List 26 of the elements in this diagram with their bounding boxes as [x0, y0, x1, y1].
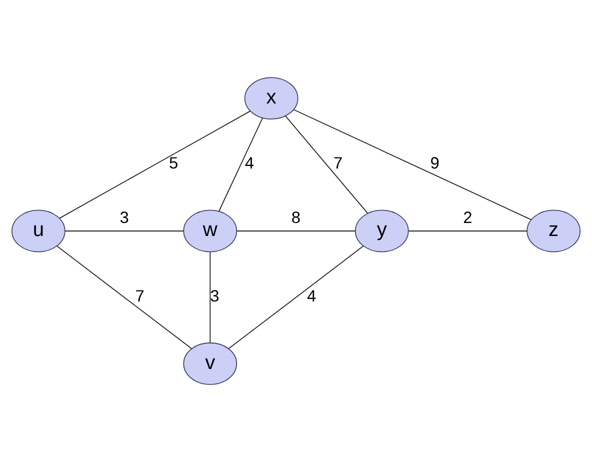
connector — [210, 251, 211, 344]
connector — [293, 109, 532, 220]
connector — [218, 118, 264, 212]
node-ellipse: x — [244, 77, 298, 120]
edge-label: 9 — [430, 154, 440, 173]
edge-label: 5 — [169, 154, 178, 173]
edge-label: 8 — [291, 209, 301, 228]
node-ellipse: u — [11, 210, 66, 252]
edge-label: 2 — [463, 209, 472, 228]
edge-label: 7 — [135, 287, 144, 306]
connector — [236, 230, 356, 232]
connector — [59, 110, 251, 219]
edge-label: 4 — [306, 287, 316, 306]
connector — [56, 245, 192, 350]
node-ellipse: y — [354, 210, 409, 252]
node-ellipse: v — [183, 342, 238, 385]
connector — [285, 116, 368, 214]
connector — [228, 245, 364, 350]
connector — [408, 230, 528, 232]
node-ellipse: w — [183, 210, 238, 252]
edge-label: 3 — [120, 209, 129, 228]
edge-label: 7 — [333, 154, 343, 173]
edge-label: 3 — [210, 287, 220, 306]
edge-label: 4 — [244, 154, 254, 173]
connector — [64, 230, 184, 232]
node-ellipse: z — [526, 210, 581, 252]
